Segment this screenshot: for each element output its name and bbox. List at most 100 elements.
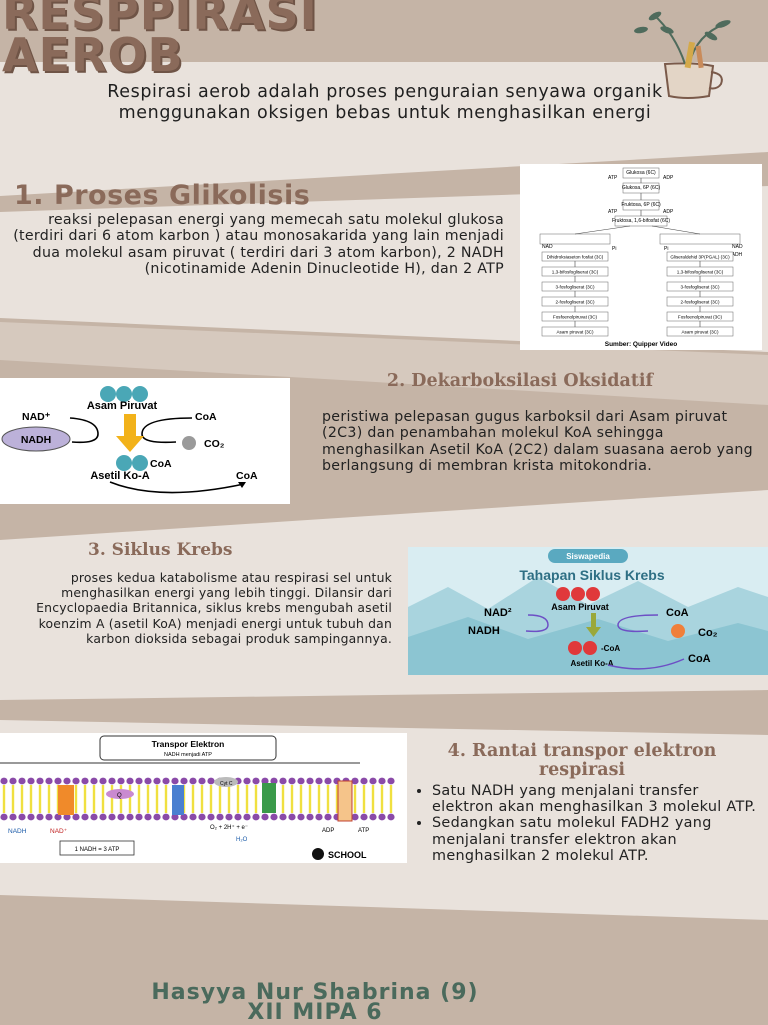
membrane-head bbox=[306, 813, 314, 821]
membrane-tail bbox=[326, 785, 330, 813]
membrane-head bbox=[315, 777, 323, 785]
membrane-head bbox=[9, 777, 17, 785]
title-line-1: RESPPIRASI bbox=[2, 0, 318, 40]
membrane-head bbox=[243, 813, 251, 821]
membrane-head bbox=[288, 813, 296, 821]
krebs-diagram-title: Tahapan Siklus Krebs bbox=[519, 567, 664, 583]
fruktosa6p-label: Fruktosa, 6P (6C) bbox=[621, 202, 661, 208]
membrane-head bbox=[198, 777, 206, 785]
glikolisis-left-step-label: 2-fosfogliserat (3C) bbox=[555, 299, 595, 304]
membrane-tail bbox=[92, 785, 96, 813]
membrane-head bbox=[117, 813, 125, 821]
membrane-tail bbox=[380, 785, 384, 813]
membrane-head bbox=[99, 777, 107, 785]
membrane-head bbox=[297, 777, 305, 785]
membrane-head bbox=[9, 813, 17, 821]
membrane-tail bbox=[290, 785, 294, 813]
membrane-head bbox=[153, 813, 161, 821]
membrane-head bbox=[243, 777, 251, 785]
membrane-tail bbox=[308, 785, 312, 813]
membrane-tail bbox=[164, 785, 168, 813]
membrane-head bbox=[90, 813, 98, 821]
krebs-diagram: Siswapedia Tahapan Siklus Krebs Asam Pir… bbox=[408, 547, 768, 675]
membrane-tail bbox=[362, 785, 366, 813]
membrane-tail bbox=[299, 785, 303, 813]
membrane-tail bbox=[29, 785, 33, 813]
membrane-head bbox=[72, 777, 80, 785]
adp-label-2: ADP bbox=[663, 209, 674, 215]
membrane-head bbox=[45, 777, 53, 785]
membrane-head bbox=[54, 777, 62, 785]
dk-nad: NAD⁺ bbox=[22, 411, 51, 423]
membrane-head bbox=[279, 813, 287, 821]
dekarboksilasi-body: peristiwa pelepasan gugus karboksil dari… bbox=[322, 409, 753, 474]
membrane-head bbox=[387, 777, 395, 785]
krebs-brand: Siswapedia bbox=[566, 552, 610, 561]
membrane-head bbox=[189, 813, 197, 821]
dk-nadh: NADH bbox=[21, 434, 51, 446]
krebs-coa2: CoA bbox=[688, 653, 711, 665]
membrane-head bbox=[45, 813, 53, 821]
membrane-tail bbox=[83, 785, 87, 813]
glikolisis-right-step-label: 1,3-bifosfogliserat (3C) bbox=[677, 269, 724, 274]
membrane-head bbox=[387, 813, 395, 821]
membrane-head bbox=[252, 777, 260, 785]
membrane-head bbox=[171, 777, 179, 785]
dk-asetil: Asetil Ko-A bbox=[90, 470, 149, 482]
membrane-head bbox=[297, 813, 305, 821]
membrane-head bbox=[153, 777, 161, 785]
te-cytc: Cyt C bbox=[220, 781, 233, 787]
membrane-head bbox=[63, 813, 71, 821]
te-eq: 1 NADH = 3 ATP bbox=[75, 847, 120, 853]
atp-label-1: ATP bbox=[608, 175, 618, 181]
adp-label-1: ADP bbox=[663, 175, 674, 181]
glikolisis-right-step-label: Fosfoenolpiruvat (3C) bbox=[678, 314, 723, 319]
te-q: Q bbox=[117, 793, 122, 799]
glukosa-label: Glukosa (6C) bbox=[626, 170, 656, 176]
te-brand: SCHOOL bbox=[328, 850, 367, 860]
membrane-head bbox=[36, 777, 44, 785]
glikolisis-source: Sumber: Quipper Video bbox=[605, 341, 678, 348]
membrane-head bbox=[360, 777, 368, 785]
krebs-asam-piruvat: Asam Piruvat bbox=[551, 602, 609, 612]
dk-coa3: CoA bbox=[236, 470, 258, 482]
te-o2: O₂ + 2H⁺ + e⁻ bbox=[210, 824, 248, 831]
plant-pot-illustration bbox=[634, 11, 731, 99]
dk-coa2: CoA bbox=[150, 458, 172, 470]
membrane-tail bbox=[254, 785, 258, 813]
membrane-tail bbox=[335, 785, 339, 813]
krebs-coa: CoA bbox=[666, 607, 689, 619]
membrane-head bbox=[270, 813, 278, 821]
membrane-tail bbox=[2, 785, 6, 813]
membrane-head bbox=[261, 777, 269, 785]
krebs-nad: NAD² bbox=[484, 607, 512, 619]
te-nadh: NADH bbox=[8, 828, 27, 835]
membrane-head bbox=[63, 777, 71, 785]
membrane-head bbox=[126, 777, 134, 785]
membrane-head bbox=[162, 813, 170, 821]
membrane-tail bbox=[119, 785, 123, 813]
dekarboksilasi-heading: 2. Dekarboksilasi Oksidatif bbox=[386, 371, 654, 391]
transpor-diagram: Transpor Elektron NADH menjadi ATP Q Cyt… bbox=[0, 733, 407, 863]
krebs-co2: Co₂ bbox=[698, 627, 718, 639]
membrane-tail bbox=[20, 785, 24, 813]
glikolisis-right-step-label: 2-fosfogliserat (3C) bbox=[680, 299, 720, 304]
membrane-head bbox=[180, 777, 188, 785]
glikolisis-left-step-label: 1,3-bifosfogliserat (3C) bbox=[552, 269, 599, 274]
membrane-head bbox=[162, 777, 170, 785]
transpor-bullets: Satu NADH yang menjalani transfer elektr… bbox=[412, 783, 758, 864]
membrane-tail bbox=[191, 785, 195, 813]
membrane-head bbox=[144, 813, 152, 821]
membrane-head bbox=[198, 813, 206, 821]
membrane-tail bbox=[227, 785, 231, 813]
membrane-tail bbox=[200, 785, 204, 813]
membrane-head bbox=[252, 813, 260, 821]
glikolisis-left-step-label: 3-fosfogliserat (3C) bbox=[555, 284, 595, 289]
membrane-tail bbox=[236, 785, 240, 813]
glikolisis-left-step-label: Dihidroksiaseton fosfat (3C) bbox=[547, 254, 604, 259]
membrane-head bbox=[378, 777, 386, 785]
membrane-head bbox=[216, 813, 224, 821]
transpor-heading: 4. Rantai transpor elektron respirasi bbox=[447, 741, 717, 780]
membrane-head bbox=[117, 777, 125, 785]
membrane-tail bbox=[245, 785, 249, 813]
